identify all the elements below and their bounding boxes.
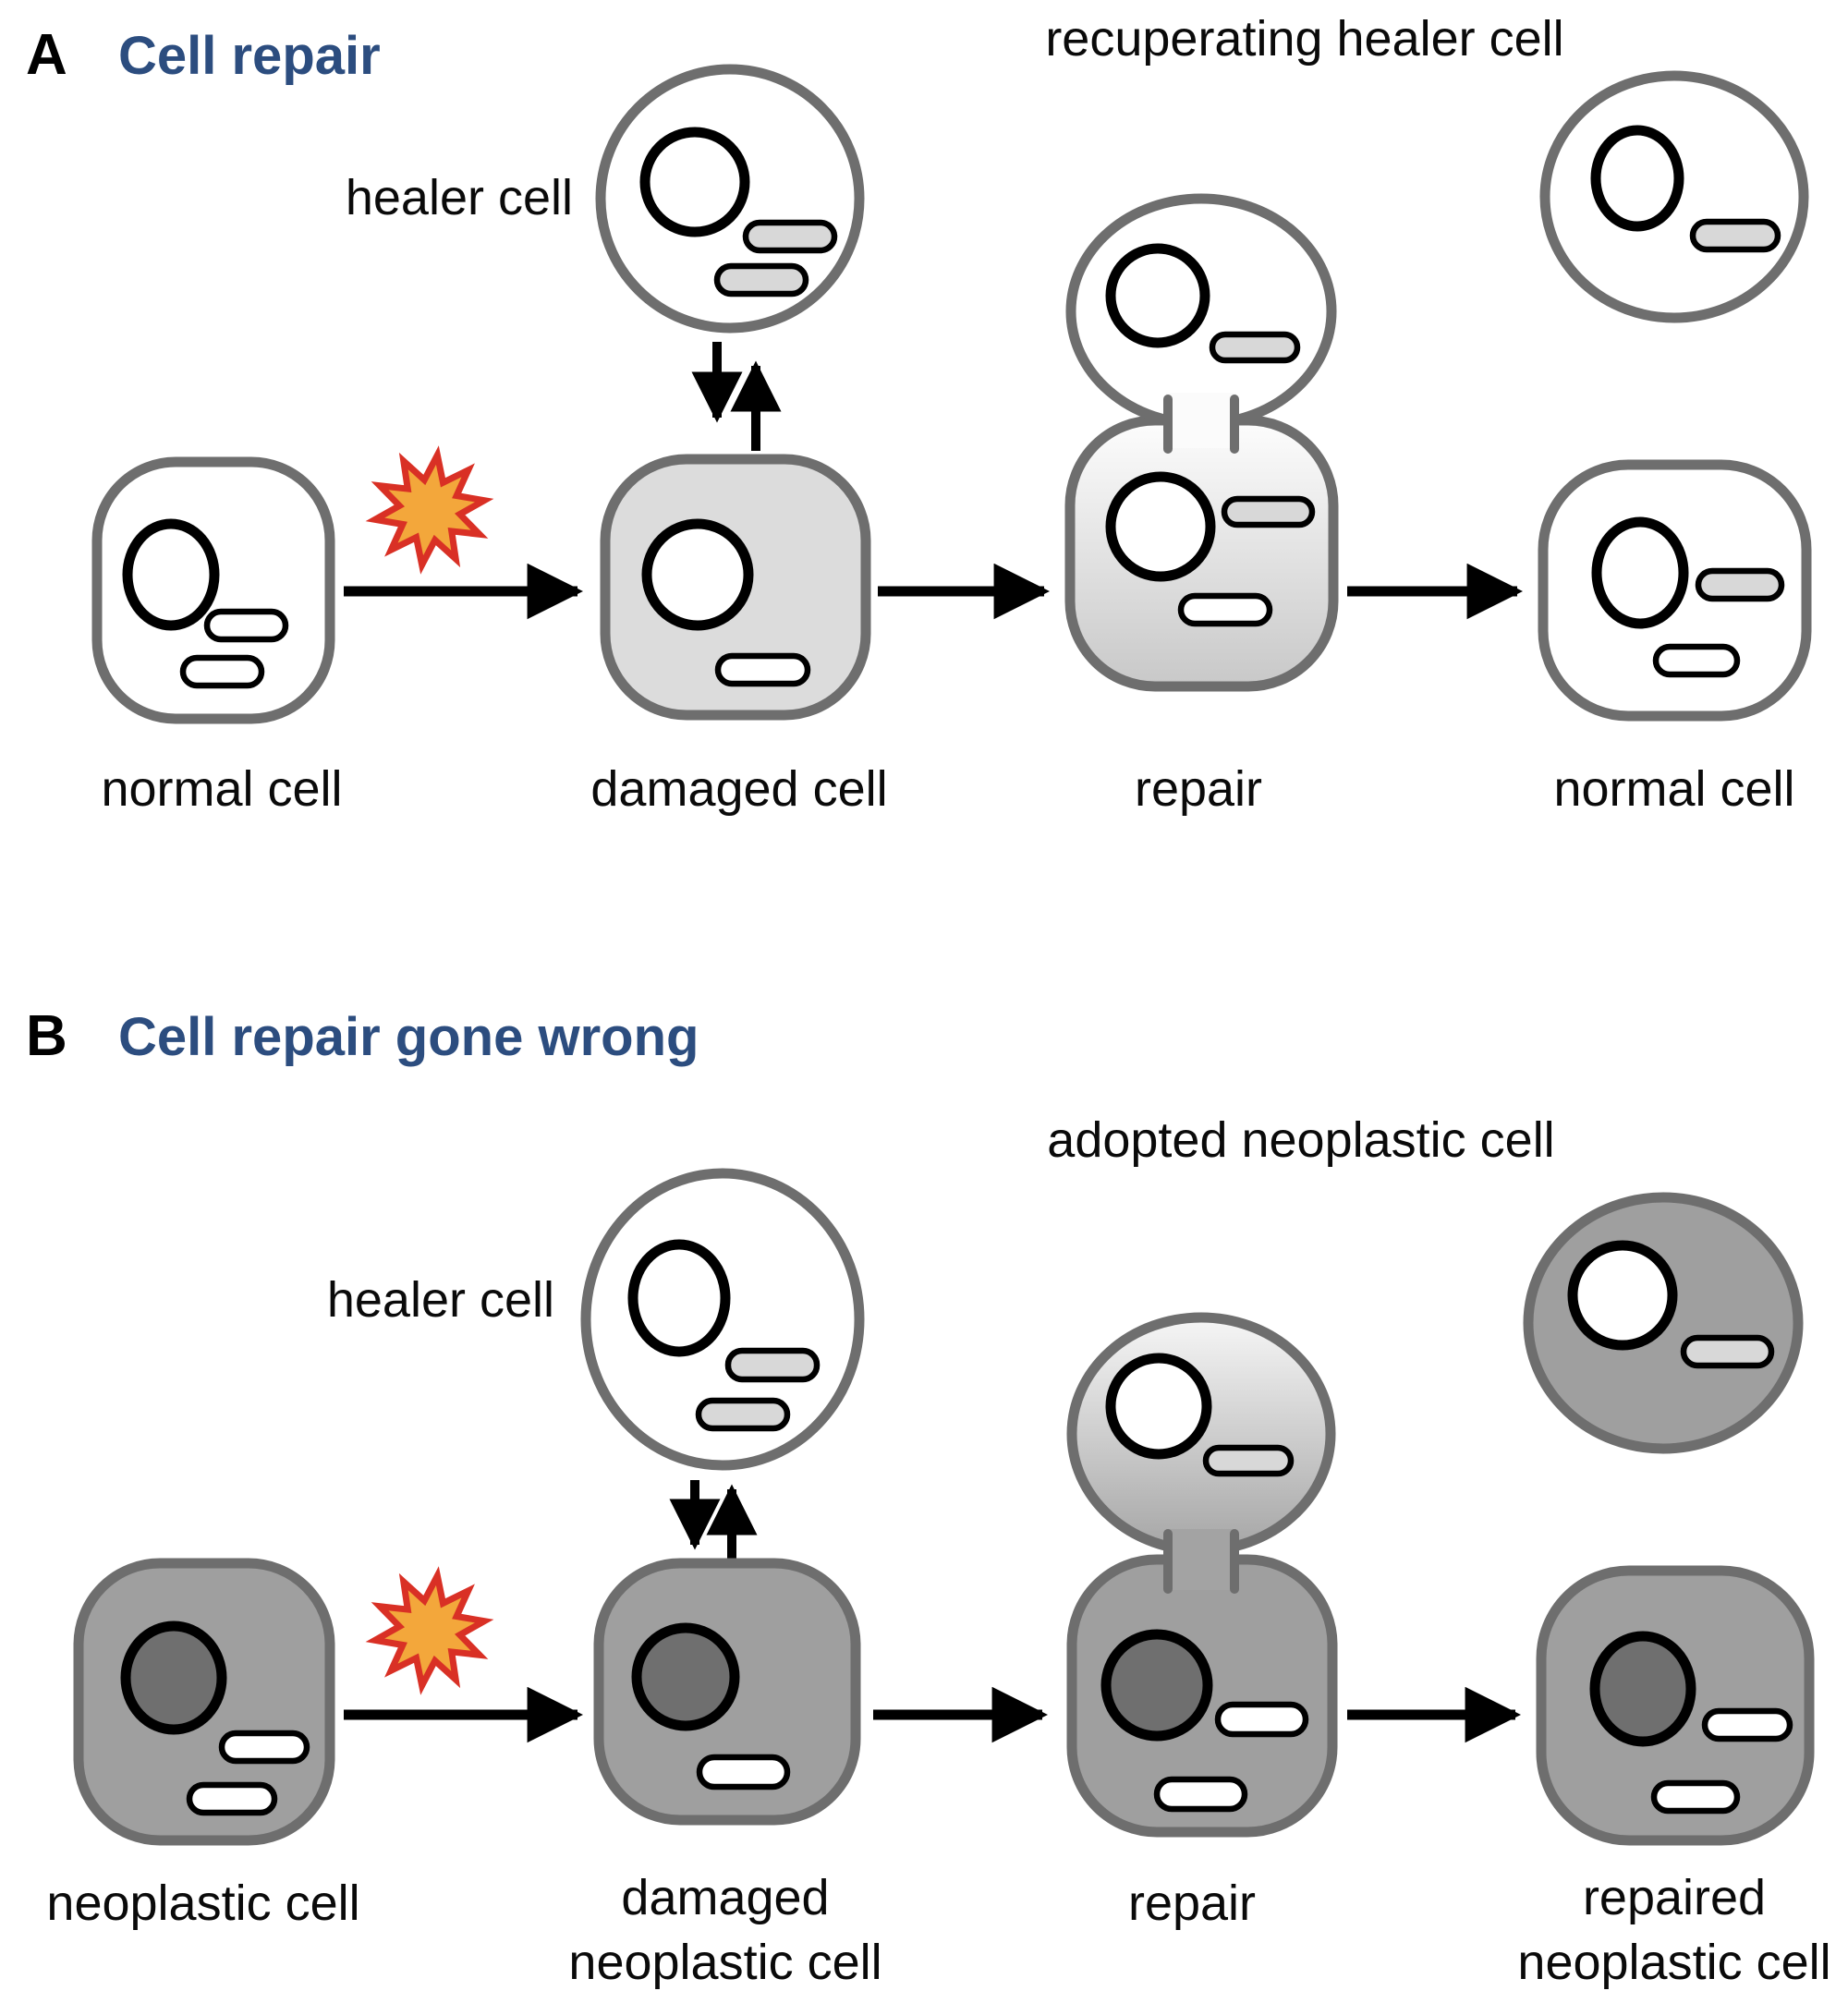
step-label: normal cell	[101, 761, 342, 817]
mitochondrion	[1650, 1779, 1741, 1815]
mitochondrion	[1701, 1707, 1793, 1742]
repaired-neoplastic-cell	[1536, 1565, 1815, 1846]
panel-b: B Cell repair gone wrong adopted neoplas…	[26, 1004, 1831, 1990]
step-label: repair	[1135, 761, 1262, 817]
recuperating-healer-cell-label: recuperating healer cell	[1045, 11, 1563, 67]
mitochondrion	[1680, 1334, 1775, 1369]
mitochondrion	[696, 1754, 791, 1791]
neoplastic-cell-start	[73, 1558, 335, 1846]
mitochondrion	[1202, 1444, 1295, 1477]
mitochondrion	[724, 1347, 821, 1383]
transferred-mitochondrion	[1695, 567, 1785, 602]
panel-a-title: Cell repair	[118, 26, 381, 86]
nucleus	[120, 1621, 227, 1735]
recipient-nucleus	[1105, 471, 1216, 582]
step-label: normal cell	[1553, 761, 1794, 817]
nucleus	[627, 1239, 731, 1357]
step-label: neoplastic cell	[1517, 1935, 1830, 1990]
mitochondrion	[1689, 218, 1781, 253]
step-label: repair	[1128, 1876, 1256, 1931]
nucleus	[641, 518, 754, 631]
mitochondrion	[695, 1397, 791, 1432]
mitochondrion	[742, 219, 838, 254]
mitochondrion	[1652, 643, 1741, 678]
damaged-cell	[600, 454, 871, 721]
adopted-neoplastic-cell-label: adopted neoplastic cell	[1047, 1112, 1554, 1168]
panel-b-title: Cell repair gone wrong	[118, 1007, 699, 1067]
nucleus	[1591, 516, 1689, 629]
step-label: damaged	[621, 1870, 829, 1925]
damage-starburst-icon	[370, 448, 490, 573]
panel-a: A Cell repair recuperating healer cell h…	[26, 11, 1812, 817]
transferred-mitochondrion	[1214, 1701, 1309, 1738]
starburst-icon	[370, 1569, 490, 1693]
healer-cell-label-b: healer cell	[327, 1272, 554, 1328]
nucleus	[631, 1622, 740, 1731]
recipient-nucleus	[1100, 1629, 1213, 1742]
damage-starburst-icon	[370, 1569, 490, 1693]
healer-cell-b	[580, 1168, 865, 1471]
recuperating-healer-cell	[1539, 70, 1809, 323]
fusion-neck	[1166, 393, 1236, 448]
step-label: neoplastic cell	[46, 1876, 359, 1931]
mitochondrion	[1177, 592, 1273, 627]
mitochondrion	[203, 608, 289, 643]
nucleus	[1589, 1631, 1696, 1747]
nucleus	[1590, 125, 1684, 232]
panel-b-letter: B	[26, 1004, 67, 1068]
normal-cell-end	[1538, 459, 1812, 722]
fusion-neck	[1166, 1529, 1236, 1590]
repair-cell-pair-a	[1064, 193, 1339, 692]
healer-nucleus	[1105, 243, 1210, 348]
mitochondrion	[179, 654, 265, 689]
exchange-arrows-icon	[691, 342, 782, 451]
nucleus	[1567, 1240, 1678, 1351]
repair-cell-pair-b	[1066, 1312, 1338, 1838]
mitochondrion	[713, 262, 809, 297]
nucleus	[639, 127, 750, 237]
mitochondrion	[1209, 331, 1301, 364]
healer-cell-label-a: healer cell	[346, 170, 573, 225]
mitochondrion	[714, 652, 811, 687]
step-label: repaired	[1583, 1870, 1766, 1925]
nucleus	[122, 518, 220, 631]
mitochondrion	[218, 1730, 310, 1765]
damaged-neoplastic-cell	[593, 1558, 861, 1826]
step-label: neoplastic cell	[568, 1935, 881, 1990]
normal-cell-start	[91, 456, 335, 724]
healer-nucleus	[1105, 1353, 1212, 1460]
exchange-arrows-icon	[669, 1480, 758, 1563]
mitochondrion	[186, 1781, 278, 1816]
healer-cell-a	[595, 64, 865, 334]
transferred-mitochondrion	[1221, 495, 1316, 528]
step-label: damaged cell	[590, 761, 887, 817]
panel-a-letter: A	[26, 23, 67, 87]
starburst-icon	[370, 448, 490, 573]
adopted-neoplastic-cell	[1523, 1192, 1804, 1454]
mitochondrion	[1153, 1776, 1248, 1813]
